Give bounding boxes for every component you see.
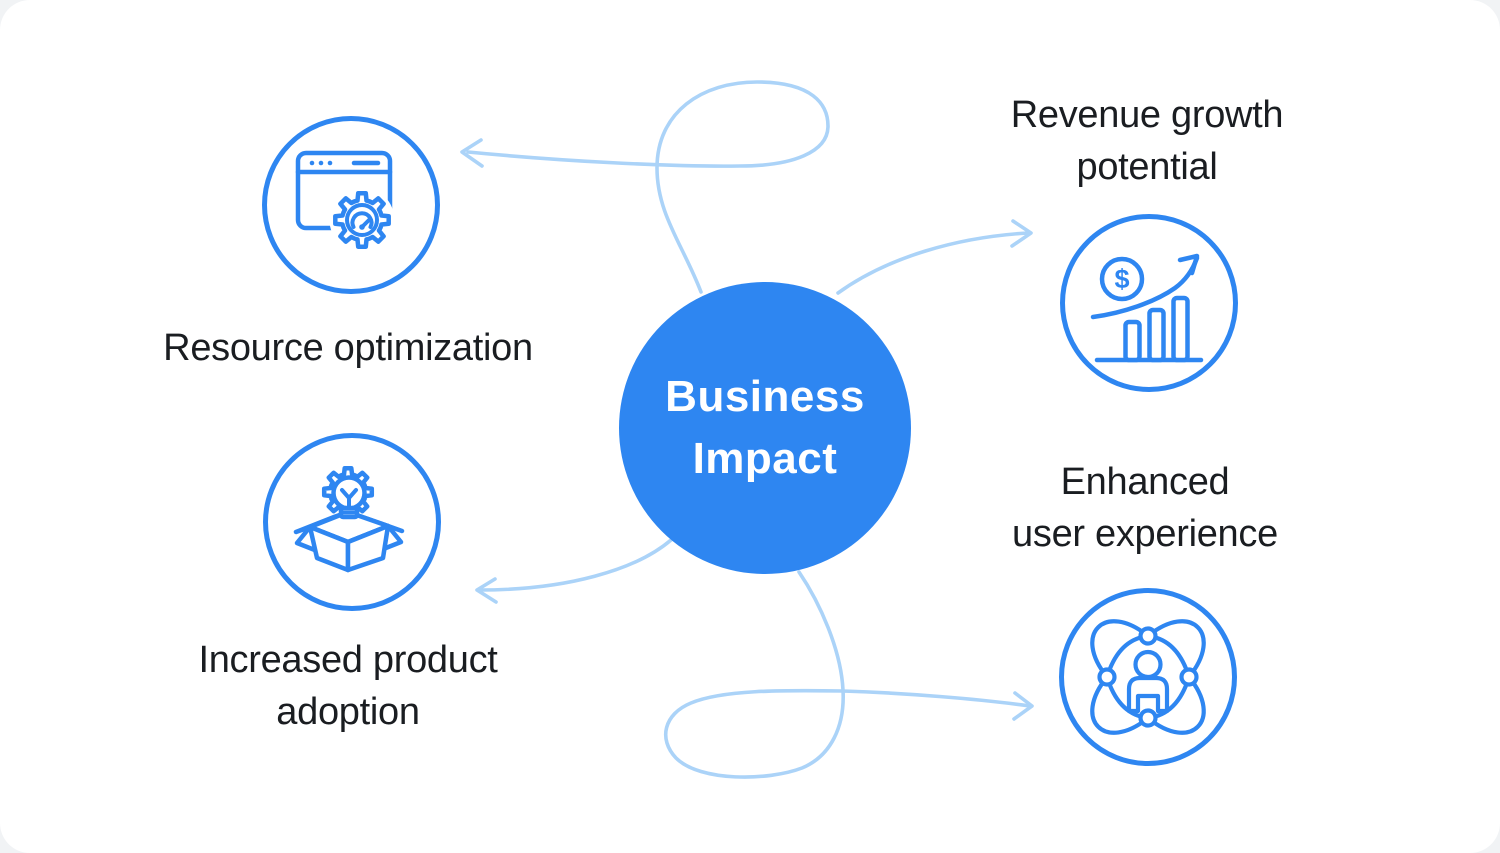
label-resource-optimization: Resource optimization <box>163 327 533 369</box>
person-network-icon <box>1090 619 1206 735</box>
dollar-growth-chart-icon: $ <box>1090 253 1204 363</box>
center-node-business-impact: Business Impact <box>619 282 911 574</box>
node-increased-product-adoption <box>263 433 441 611</box>
arrowhead-bottom-right-icon <box>1012 691 1034 721</box>
connector-bottom-left <box>478 538 673 592</box>
label-enhanced-user-experience: Enhanced user experience <box>1012 461 1278 555</box>
label-revenue-growth: Revenue growth potential <box>1010 94 1284 188</box>
connector-top-left <box>466 80 830 294</box>
connector-bottom-right <box>663 570 1032 779</box>
arrowhead-top-right-icon <box>1010 219 1033 248</box>
arrowhead-top-left-icon <box>460 138 484 168</box>
open-box-lightbulb-icon <box>293 465 405 573</box>
center-title-line2: Impact <box>692 434 838 483</box>
browser-performance-gear-icon <box>295 150 395 253</box>
node-revenue-growth: $ <box>1060 214 1238 392</box>
connector-top-right <box>836 231 1030 295</box>
center-title-line1: Business <box>665 372 865 421</box>
center-title: Business Impact <box>665 366 865 490</box>
arrowhead-bottom-left-icon <box>475 577 498 604</box>
label-increased-product-adoption: Increased product adoption <box>198 639 498 733</box>
node-enhanced-user-experience <box>1059 588 1237 766</box>
node-resource-optimization <box>262 116 440 294</box>
dollar-sign: $ <box>1114 264 1129 294</box>
